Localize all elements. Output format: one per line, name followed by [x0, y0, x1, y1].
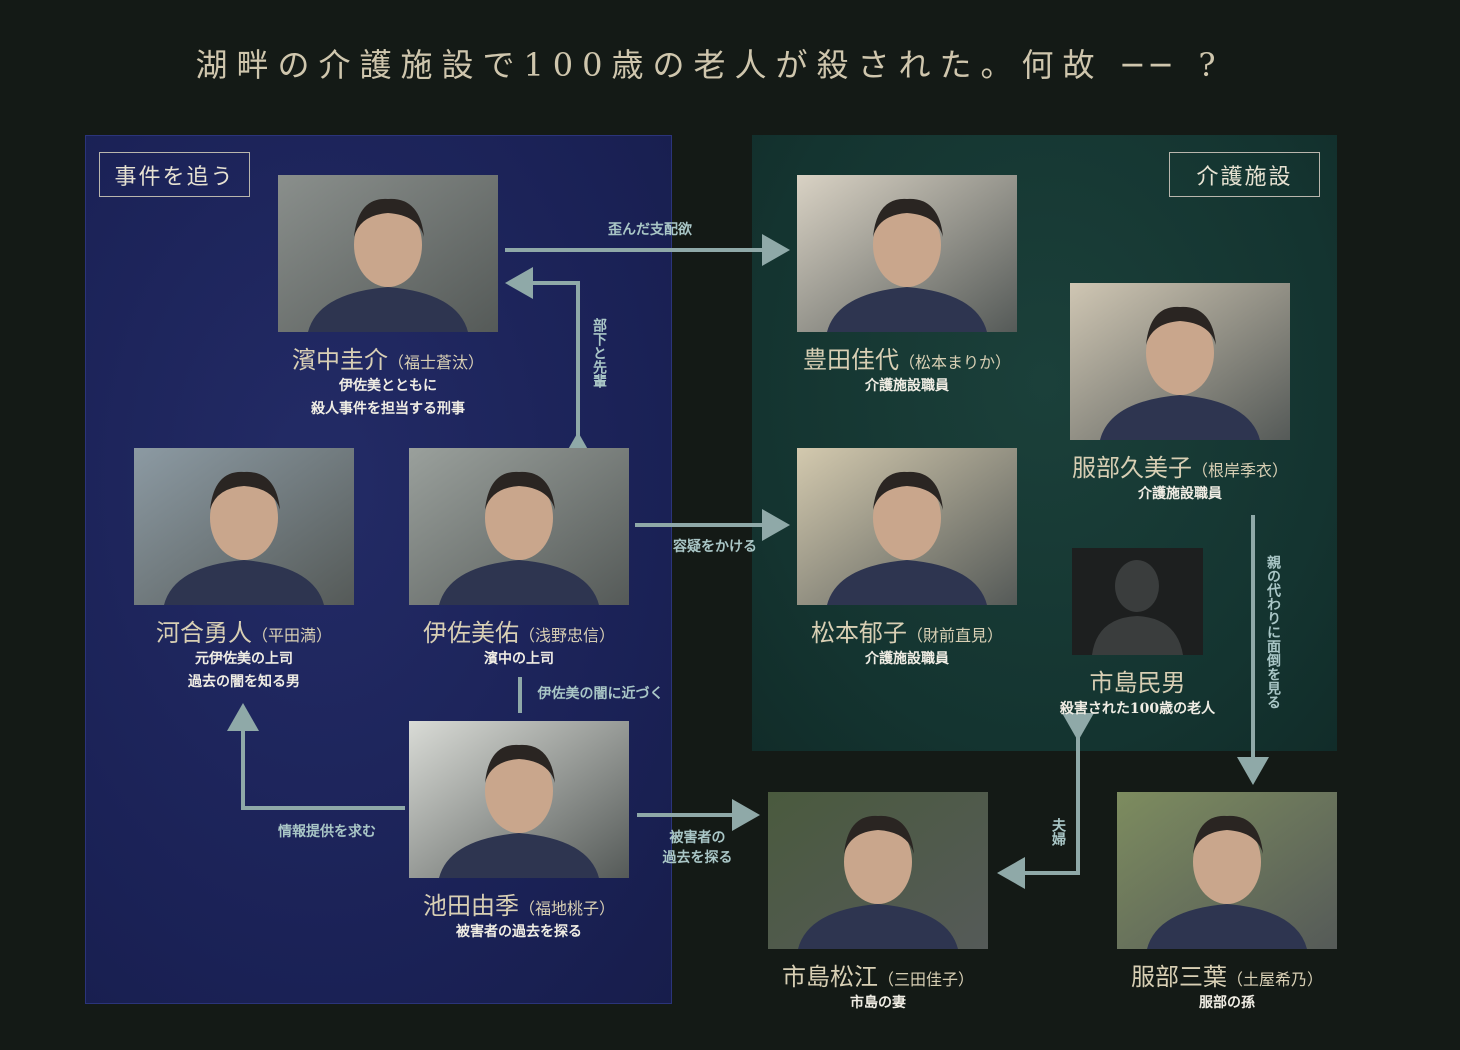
character-caption: 市島民男殺害された100歳の老人	[978, 663, 1298, 721]
character-description: 伊佐美とともに	[339, 378, 437, 394]
character-caption: 松本郁子（財前直見） 介護施設職員	[747, 613, 1067, 671]
character-caption: 服部久美子（根岸季衣） 介護施設職員	[1020, 448, 1340, 506]
character-description: 介護施設職員	[1138, 486, 1222, 502]
portrait-icon	[409, 721, 629, 878]
character-description: 市島の妻	[850, 995, 906, 1011]
character-photo	[409, 448, 629, 605]
actor-name: （福士蒼汰）	[387, 353, 484, 372]
actor-name: （松本まりか）	[898, 353, 1011, 372]
character-name: 松本郁子	[810, 619, 907, 647]
character-description: 介護施設職員	[865, 651, 949, 667]
character-name: 豊田佳代	[802, 346, 899, 374]
character-photo	[1072, 548, 1203, 655]
page-title: 湖畔の介護施設で100歳の老人が殺された。何故 ── ?	[195, 46, 1225, 84]
character-name: 服部三葉	[1130, 963, 1227, 991]
actor-name: （財前直見）	[906, 626, 1003, 645]
portrait-icon	[797, 175, 1017, 332]
relation-label: 親の代わりに面倒を見る	[1265, 555, 1281, 709]
group-label-investigation: 事件を追う	[99, 152, 250, 197]
relation-label: 被害者の過去を探る	[662, 830, 733, 866]
character-description: 被害者の過去を探る	[456, 924, 582, 940]
actor-name: （福地桃子）	[518, 899, 615, 918]
character-caption: 池田由季（福地桃子） 被害者の過去を探る	[359, 886, 679, 944]
character-description: 濱中の上司	[484, 651, 554, 667]
character-photo	[409, 721, 629, 878]
relation-label: 歪んだ支配欲	[608, 222, 692, 238]
relation-label: 容疑をかける	[673, 539, 757, 555]
arrow-married	[997, 713, 1094, 889]
silhouette-icon	[1072, 548, 1203, 655]
portrait-icon	[1070, 283, 1290, 440]
character-caption: 河合勇人（平田満） 元伊佐美の上司過去の闇を知る男	[84, 613, 404, 694]
character-description: 服部の孫	[1199, 995, 1255, 1011]
relation-label: 夫婦	[1050, 818, 1066, 846]
character-name: 市島民男	[1089, 669, 1186, 697]
actor-name: （浅野忠信）	[518, 626, 615, 645]
character-name: 市島松江	[781, 963, 878, 991]
character-name: 服部久美子	[1071, 454, 1192, 482]
character-caption: 濱中圭介（福士蒼汰） 伊佐美とともに殺人事件を担当する刑事	[228, 340, 548, 421]
character-name: 池田由季	[422, 892, 519, 920]
character-description: 殺人事件を担当する刑事	[311, 401, 465, 417]
character-name: 河合勇人	[155, 619, 252, 647]
character-description: 殺害された100歳の老人	[1059, 701, 1216, 717]
character-photo	[797, 448, 1017, 605]
actor-name: （平田満）	[251, 626, 332, 645]
character-photo	[278, 175, 498, 332]
character-description: 過去の闇を知る男	[188, 674, 300, 690]
character-caption: 伊佐美佑（浅野忠信） 濱中の上司	[359, 613, 679, 671]
character-name: 濱中圭介	[291, 346, 388, 374]
character-photo	[768, 792, 988, 949]
character-description: 介護施設職員	[865, 378, 949, 394]
group-label-care-facility: 介護施設	[1169, 152, 1320, 197]
portrait-icon	[768, 792, 988, 949]
portrait-icon	[134, 448, 354, 605]
character-photo	[1070, 283, 1290, 440]
relation-label: 伊佐美の闇に近づく	[537, 686, 664, 702]
character-photo	[797, 175, 1017, 332]
portrait-icon	[409, 448, 629, 605]
character-caption: 市島松江（三田佳子） 市島の妻	[718, 957, 1038, 1015]
relation-label: 部下と先輩	[591, 318, 607, 388]
actor-name: （土屋希乃）	[1226, 970, 1323, 989]
character-caption: 服部三葉（土屋希乃） 服部の孫	[1067, 957, 1387, 1015]
actor-name: （三田佳子）	[877, 970, 974, 989]
character-name: 伊佐美佑	[422, 619, 519, 647]
character-photo	[134, 448, 354, 605]
character-description: 元伊佐美の上司	[195, 651, 293, 667]
character-photo	[1117, 792, 1337, 949]
portrait-icon	[278, 175, 498, 332]
actor-name: （根岸季衣）	[1191, 461, 1288, 480]
portrait-icon	[797, 448, 1017, 605]
portrait-icon	[1117, 792, 1337, 949]
relation-label: 情報提供を求む	[278, 824, 376, 840]
character-caption: 豊田佳代（松本まりか） 介護施設職員	[747, 340, 1067, 398]
